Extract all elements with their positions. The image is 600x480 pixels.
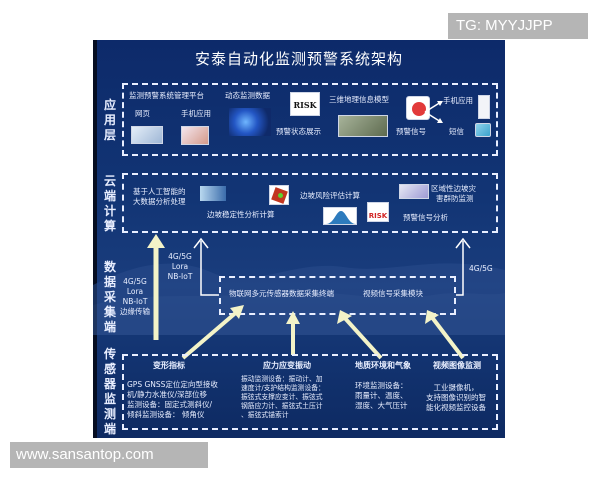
slope-model-thumbnail bbox=[269, 185, 289, 205]
layer-label-cloud: 云端计算 bbox=[103, 174, 116, 233]
sensor-heading-video: 视频图像监测 bbox=[433, 361, 481, 370]
ai-thumbnail bbox=[200, 186, 226, 201]
slope-risk-label: 边坡风险评估计算 bbox=[300, 191, 360, 200]
slope-stability-label: 边坡稳定性分析计算 bbox=[207, 210, 275, 219]
sensor-stress-line-4: 钢筋应力计、振弦式土压计 bbox=[241, 402, 323, 410]
sensor-environment-line-1: 环境监测设备： bbox=[355, 381, 408, 390]
phone-icon bbox=[478, 95, 490, 119]
sensor-heading-stress: 应力应变振动 bbox=[263, 361, 311, 370]
risk-badge-app: RISK bbox=[290, 92, 320, 116]
sensor-deformation-line-4: 倾斜监测设备： 倾角仪 bbox=[127, 410, 205, 419]
sensor-deformation-line-3: 监测设备：固定式测斜仪/ bbox=[127, 400, 213, 409]
sensor-environment-line-2: 雨量计、温度、 bbox=[355, 391, 408, 400]
webpage-thumbnail bbox=[131, 126, 163, 144]
dynamic-data-label: 动态监测数据 bbox=[225, 91, 270, 100]
risk-badge-cloud: RISK bbox=[367, 202, 389, 222]
mid-protocol-2: Lora bbox=[171, 262, 189, 271]
sensor-video-line-2: 支持图像识别的智 bbox=[426, 393, 486, 402]
webpage-label: 网页 bbox=[135, 109, 150, 118]
regional-monitor-line-1: 区域性边坡灾 bbox=[431, 184, 476, 193]
layer-label-application: 应用层 bbox=[103, 98, 116, 142]
bell-curve-thumbnail bbox=[323, 207, 357, 225]
sms-chat-icon bbox=[475, 123, 491, 137]
alarm-siren-icon bbox=[406, 96, 430, 120]
left-protocol-3: NB-IoT bbox=[122, 297, 148, 306]
mid-protocol-1: 4G/5G bbox=[168, 252, 192, 261]
gis-model-thumbnail bbox=[338, 115, 388, 137]
layer-label-acquisition: 数据采集端 bbox=[103, 260, 116, 334]
sms-label: 短信 bbox=[449, 127, 464, 136]
sensor-stress-line-1: 振动监测设备：振动计、加 bbox=[241, 375, 323, 383]
ai-big-data-line-2: 大数据分析处理 bbox=[133, 197, 186, 206]
left-protocol-1: 4G/5G bbox=[123, 277, 147, 286]
dynamic-data-thumbnail bbox=[229, 108, 271, 136]
gis-model-label: 三维地理信息模型 bbox=[329, 95, 389, 104]
sensor-heading-environment: 地质环境和气象 bbox=[355, 361, 411, 370]
sensor-deformation-line-1: GPS GNSS定位定向型接收 bbox=[127, 380, 218, 389]
platform-label: 监测预警系统管理平台 bbox=[129, 91, 204, 100]
sensor-environment-line-3: 湿度、大气压计 bbox=[355, 401, 408, 410]
left-protocol-2: Lora bbox=[126, 287, 144, 296]
sensor-stress-line-2: 速度计/支护结构监测设备： bbox=[241, 384, 325, 392]
application-layer-box bbox=[122, 83, 498, 156]
sensor-deformation-line-2: 机/静力水准仪/深部位移 bbox=[127, 390, 208, 399]
mid-protocol-3: NB-IoT bbox=[167, 272, 193, 281]
cloud-layer-box bbox=[122, 173, 498, 233]
sensor-video-line-1: 工业摄像机， bbox=[433, 383, 479, 392]
sensor-layer-box bbox=[122, 354, 498, 430]
ai-big-data-line-1: 基于人工智能的 bbox=[133, 187, 186, 196]
sensor-stress-line-5: 、振弦式锚索计 bbox=[241, 411, 289, 419]
sensor-stress-line-3: 振弦式支撑应变计、振弦式 bbox=[241, 393, 323, 401]
warning-signal-label: 预警信号 bbox=[396, 127, 426, 136]
layer-label-sensor: 传感器监测端 bbox=[103, 347, 116, 436]
video-module-label: 视频信号采集模块 bbox=[363, 289, 423, 298]
mobile-app-thumbnail bbox=[181, 126, 209, 145]
mobile-app-label: 手机应用 bbox=[181, 109, 211, 118]
mobile-app-2-label: 手机应用 bbox=[443, 96, 473, 105]
signal-analysis-label: 预警信号分析 bbox=[403, 213, 448, 222]
regional-map-thumbnail bbox=[399, 184, 429, 199]
split-arrows-icon bbox=[424, 101, 443, 123]
diagram-title: 安泰自动化监测预警系统架构 bbox=[194, 50, 403, 68]
watermark-bottom-left: www.sansantop.com bbox=[10, 442, 208, 468]
right-protocol: 4G/5G bbox=[469, 264, 493, 273]
status-display-label: 预警状态展示 bbox=[276, 127, 321, 136]
iot-terminal-label: 物联网多元传感器数据采集终端 bbox=[229, 289, 334, 298]
sensor-heading-deformation: 变形指标 bbox=[153, 361, 185, 370]
left-protocol-4: 边缘传输 bbox=[120, 307, 150, 316]
sensor-video-line-3: 能化视频监控设备 bbox=[426, 403, 486, 412]
architecture-diagram: 安泰自动化监测预警系统架构 应用层 监测预警系统管理平台 网页 手机应用 动态监… bbox=[93, 40, 505, 438]
watermark-top-right: TG: MYYJJPP bbox=[448, 13, 588, 39]
regional-monitor-line-2: 害群防监测 bbox=[436, 194, 474, 203]
